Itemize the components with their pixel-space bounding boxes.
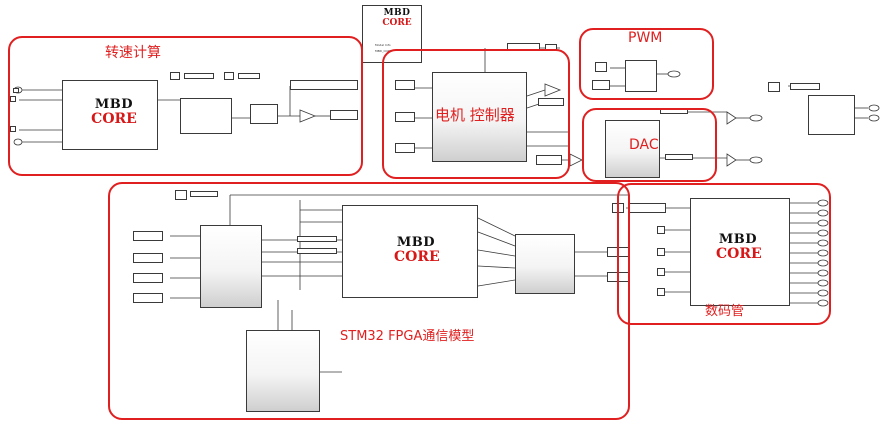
region-speed-calc xyxy=(8,36,363,176)
clock-block[interactable] xyxy=(224,72,234,80)
endian-subsystem[interactable] xyxy=(808,95,855,135)
pwm-subsystem[interactable] xyxy=(625,60,657,92)
inport-block[interactable] xyxy=(10,96,16,102)
fpga-interface-subsystem[interactable] xyxy=(342,205,478,298)
from-block[interactable] xyxy=(133,253,163,263)
region-dac xyxy=(582,108,717,182)
constant-block[interactable] xyxy=(790,83,820,90)
region-label-motor: 电机 控制器 xyxy=(435,106,515,124)
goto-block[interactable] xyxy=(330,110,358,120)
inport-block[interactable] xyxy=(10,126,16,132)
region-label-pwm: PWM xyxy=(628,30,663,46)
constant-block[interactable] xyxy=(657,248,665,256)
region-label-display: 数码管 xyxy=(705,304,745,319)
dac-subsystem[interactable] xyxy=(605,120,660,178)
from-block[interactable] xyxy=(536,155,562,165)
region-label-speed: 转速计算 xyxy=(105,45,161,61)
constant-block[interactable] xyxy=(297,248,337,254)
scope-block[interactable] xyxy=(290,80,358,90)
constant-block[interactable] xyxy=(592,80,610,90)
from-block[interactable] xyxy=(133,293,163,303)
constant-block[interactable] xyxy=(657,268,665,276)
speed-filter-block[interactable] xyxy=(250,104,278,124)
goto-block[interactable] xyxy=(538,98,564,106)
region-motor-controller xyxy=(382,49,570,179)
clock-block[interactable] xyxy=(175,190,187,200)
constant-block[interactable] xyxy=(190,191,218,197)
encoder-subsystem[interactable] xyxy=(62,80,158,150)
region-fpga-comm xyxy=(108,182,630,420)
clock-block[interactable] xyxy=(768,82,780,92)
constant-block[interactable] xyxy=(184,73,214,79)
inport-block[interactable] xyxy=(13,88,19,93)
clock-block[interactable] xyxy=(170,72,180,80)
from-block[interactable] xyxy=(395,143,415,153)
constant-block[interactable] xyxy=(657,226,665,234)
from-block[interactable] xyxy=(395,112,415,122)
output-decode-subsystem[interactable] xyxy=(515,234,575,294)
region-seven-segment xyxy=(617,183,831,325)
constant-block[interactable] xyxy=(297,236,337,242)
region-label-dac: DAC xyxy=(629,137,659,153)
input-data-subsystem[interactable] xyxy=(200,225,262,308)
motor-control-subsystem[interactable] xyxy=(432,72,527,162)
speed-calc-subsystem[interactable] xyxy=(180,98,232,134)
region-label-fpga: STM32 FPGA通信模型 xyxy=(340,329,475,344)
from-block[interactable] xyxy=(133,273,163,283)
user-data-subsystem[interactable] xyxy=(246,330,320,412)
clock-block[interactable] xyxy=(595,62,607,72)
from-block[interactable] xyxy=(395,80,415,90)
region-pwm xyxy=(579,28,714,100)
seven-segment-subsystem[interactable] xyxy=(690,198,790,306)
constant-block[interactable] xyxy=(238,73,260,79)
constant-block[interactable] xyxy=(665,154,693,160)
from-block[interactable] xyxy=(133,231,163,241)
constant-block[interactable] xyxy=(657,288,665,296)
